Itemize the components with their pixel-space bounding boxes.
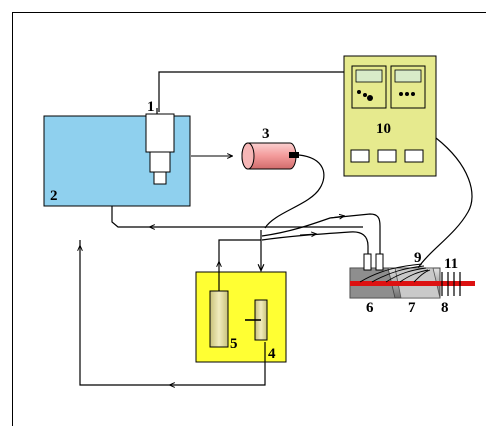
- label-4: 4: [268, 346, 276, 362]
- label-1: 1: [147, 99, 155, 115]
- wire-device-to-controller: [158, 71, 344, 112]
- controller-button-1: [350, 149, 370, 163]
- label-10: 10: [376, 121, 391, 137]
- test-section: [349, 253, 475, 299]
- controller-button-3: [404, 149, 424, 163]
- injector-device: [145, 108, 175, 185]
- connector-right: [375, 253, 384, 271]
- heater-strip: [350, 281, 475, 286]
- cylinder-line: [264, 154, 325, 229]
- connector-line-right: [261, 213, 381, 258]
- rod-component-5: [209, 290, 229, 348]
- label-6: 6: [366, 300, 374, 316]
- loop-line-top: [218, 239, 261, 291]
- left-lcd: [355, 69, 383, 83]
- controller-button-2: [377, 149, 397, 163]
- connector-left: [363, 253, 372, 271]
- wire-controller-to-section: [417, 137, 473, 269]
- label-8: 8: [441, 300, 449, 316]
- connector-line-left: [261, 231, 369, 258]
- label-9: 9: [414, 250, 422, 266]
- right-lcd: [394, 69, 422, 83]
- controller-unit: [343, 55, 437, 177]
- return-line: [111, 206, 363, 228]
- label-2: 2: [50, 188, 58, 204]
- label-11: 11: [444, 256, 458, 272]
- gas-cylinder: [241, 142, 299, 170]
- label-5: 5: [230, 336, 238, 352]
- label-3: 3: [262, 126, 270, 142]
- label-7: 7: [408, 300, 416, 316]
